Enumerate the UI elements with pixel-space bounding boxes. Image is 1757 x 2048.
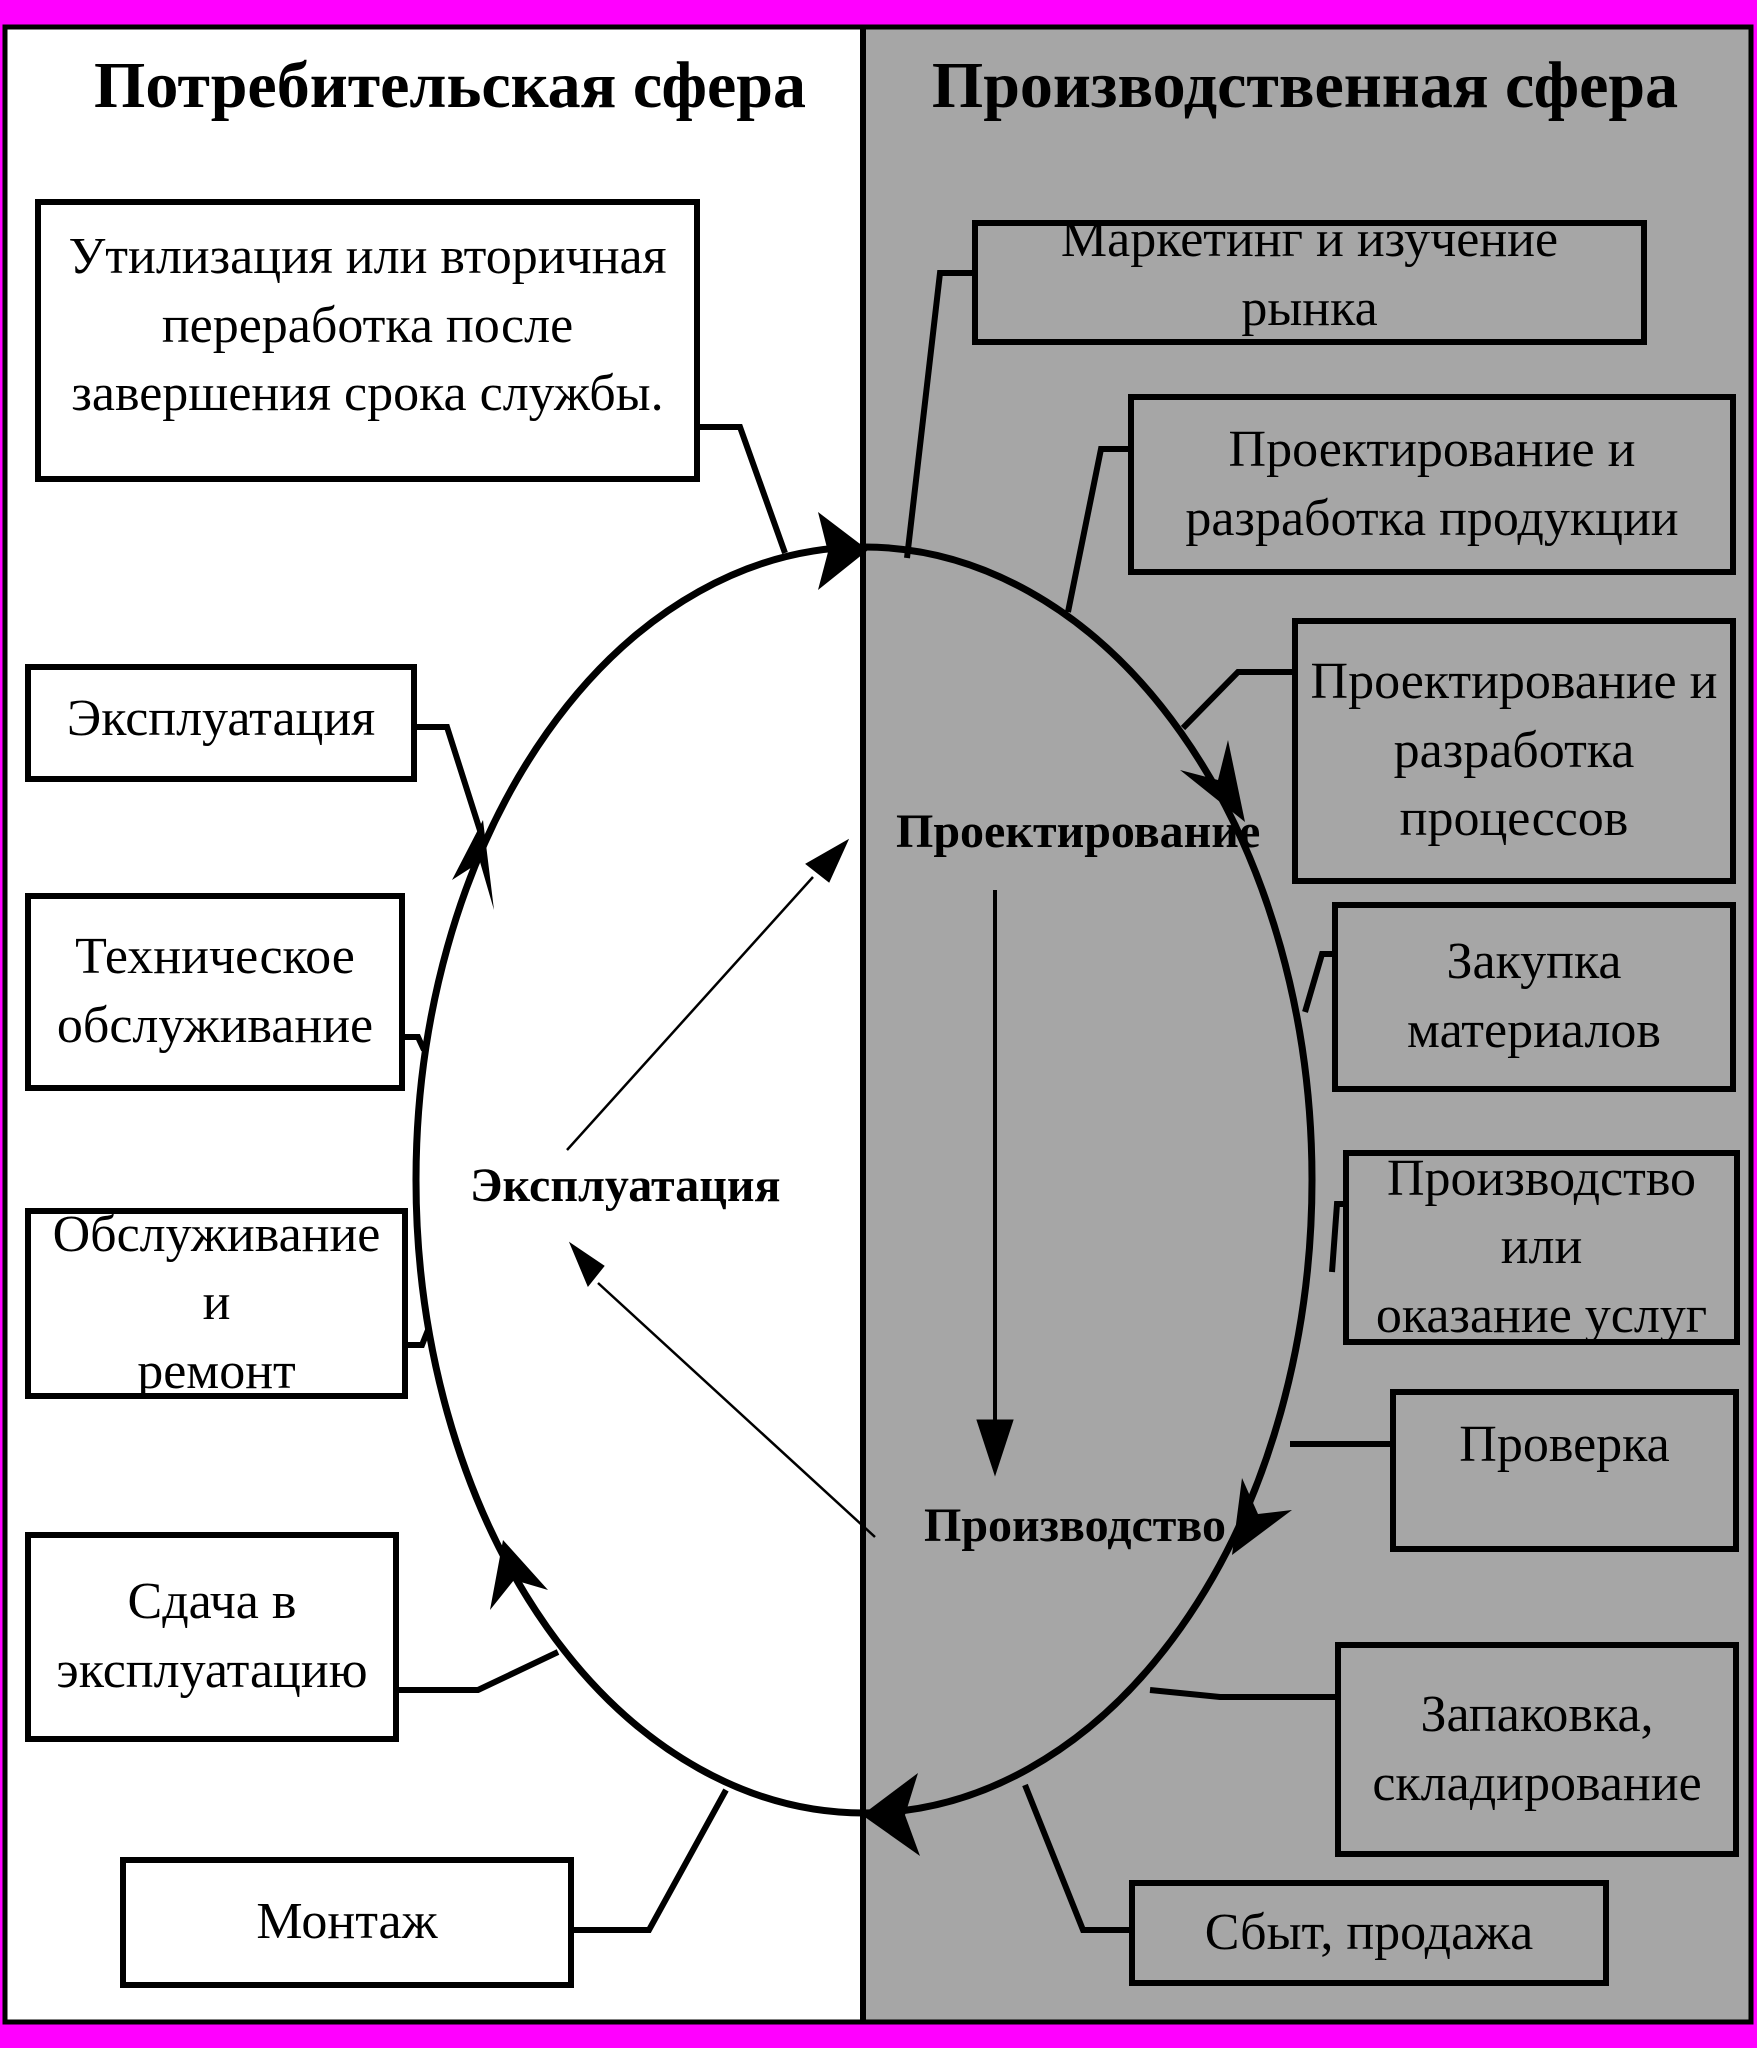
production-sphere-title: Производственная сфера xyxy=(931,49,1679,122)
operation-to-design-arrow xyxy=(566,876,814,1151)
arrowhead-right-upper xyxy=(1180,740,1245,822)
arrowhead-bottom xyxy=(862,1773,920,1856)
outer-frame xyxy=(2,24,1754,2025)
recycling-box: Утилизация или вторичная переработка пос… xyxy=(35,199,700,482)
commissioning-box: Сдача в эксплуатацию xyxy=(25,1532,399,1742)
operation-to-design-arrowhead xyxy=(805,838,850,883)
consumer-sphere-title: Потребительская сфера xyxy=(94,49,806,122)
cycle-design-label: Проектирование xyxy=(896,805,1261,858)
arrowhead-top xyxy=(818,512,868,590)
product-design-box: Проектирование и разработка продукции xyxy=(1128,394,1736,575)
sales-box: Сбыт, продажа xyxy=(1129,1880,1609,1986)
inspection-box: Проверка xyxy=(1390,1389,1739,1552)
inner-arrows xyxy=(566,838,1014,1538)
production-to-operation-arrowhead xyxy=(568,1241,605,1287)
arrowhead-left-lower xyxy=(490,1540,548,1610)
service-repair-box: Обслуживание и ремонт xyxy=(25,1206,408,1400)
production-to-operation-arrow xyxy=(597,1282,876,1538)
operation-box: Эксплуатация xyxy=(25,664,417,782)
left-connectors xyxy=(396,424,788,1933)
design-to-production-arrowhead xyxy=(976,1419,1014,1477)
manufacturing-box: Производство или оказание услуг xyxy=(1343,1150,1740,1345)
marketing-box: Маркетинг и изучение рынка xyxy=(972,211,1647,345)
installation-box: Монтаж xyxy=(120,1857,574,1988)
procurement-box: Закупка материалов xyxy=(1332,902,1736,1092)
cycle-operation-label: Эксплуатация xyxy=(470,1159,781,1212)
maintenance-box: Техническое обслуживание xyxy=(25,893,405,1091)
cycle-production-label: Производство xyxy=(924,1499,1226,1552)
packaging-box: Запаковка, складирование xyxy=(1335,1642,1739,1857)
process-design-box: Проектирование и разработка процессов xyxy=(1292,618,1736,884)
right-connectors xyxy=(904,270,1393,1933)
arrowhead-right-lower xyxy=(1232,1478,1292,1555)
